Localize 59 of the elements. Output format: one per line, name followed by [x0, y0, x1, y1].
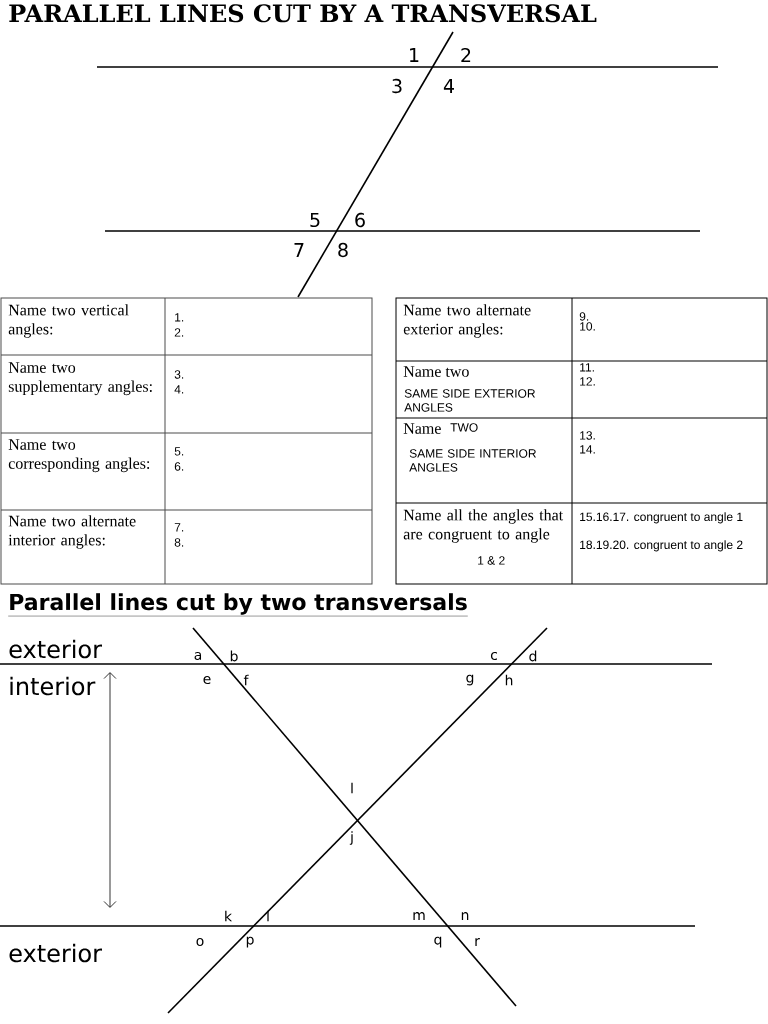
answer-number: 9.	[579, 312, 589, 321]
angle-letter: c	[490, 652, 497, 661]
angle-letter: r	[475, 938, 480, 946]
angle-number: 1	[410, 48, 419, 62]
angle-letter: b	[230, 650, 238, 662]
answer-number: 12.	[580, 377, 595, 386]
section-heading: Parallel lines cut by two transversals	[8, 593, 468, 617]
angle-letter: d	[529, 650, 537, 662]
angle-number: 5	[310, 212, 320, 228]
region-label: interior	[10, 676, 96, 696]
angle-letter: k	[225, 910, 233, 922]
answer-number: 1.	[175, 313, 184, 322]
angle-letter: g	[466, 674, 474, 686]
prompt-text: Name	[403, 423, 441, 434]
angle-letter: o	[196, 938, 204, 947]
answer-number: 11.	[580, 363, 594, 372]
prompt-text: SAME SIDE INTERIOR ANGLES	[409, 449, 536, 472]
answer-text: 18.19.20. congruent to angle 2	[580, 540, 743, 552]
angle-letter: j	[349, 831, 353, 845]
answer-number: 14.	[580, 445, 595, 454]
prompt-text: Name two	[403, 366, 469, 377]
answer-number: 4.	[174, 385, 184, 394]
prompt-text: Name two corresponding angles:	[8, 439, 150, 473]
prompt-text: 1 & 2	[478, 556, 505, 565]
answer-number: 7.	[174, 523, 184, 532]
answer-number: 5.	[174, 447, 184, 456]
region-label: exterior	[9, 943, 102, 963]
prompt-text: TWO	[450, 423, 478, 432]
prompt-text: Name two alternate interior angles:	[8, 515, 136, 549]
angle-number: 2	[461, 47, 471, 63]
angle-letter: h	[505, 674, 513, 686]
answer-number: 2.	[174, 328, 184, 337]
answer-number: 13.	[580, 431, 595, 440]
angle-number: 4	[443, 79, 454, 93]
prompt-text: Name two alternate exterior angles:	[403, 304, 531, 338]
angle-number: 8	[338, 242, 348, 258]
answer-number: 10.	[580, 322, 595, 331]
answer-text: 15.16.17. congruent to angle 1	[580, 512, 743, 524]
prompt-text: Name two supplementary angles:	[8, 362, 152, 396]
angle-letter: q	[434, 936, 442, 948]
angle-number: 3	[392, 78, 402, 94]
angle-letter: m	[413, 912, 425, 920]
angle-letter: a	[194, 652, 201, 661]
angle-letter: e	[203, 676, 211, 685]
angle-number: 6	[355, 212, 365, 228]
answer-number: 3.	[174, 370, 184, 379]
region-label: exterior	[9, 639, 102, 659]
prompt-text: Name all the angles that are congruent to angle	[403, 509, 564, 543]
answer-number: 8.	[174, 538, 184, 547]
angle-letter: n	[461, 912, 469, 920]
angle-letter: f	[243, 674, 249, 686]
title: PARALLEL LINES CUT BY A TRANSVERSAL	[9, 4, 597, 23]
prompt-text: Name two vertical angles:	[8, 304, 129, 338]
angle-letter: l	[351, 782, 353, 794]
angle-number: 7	[294, 243, 304, 257]
angle-letter: p	[246, 936, 254, 948]
angle-letter: l	[267, 910, 269, 922]
prompt-text: SAME SIDE EXTERIOR ANGLES	[404, 389, 535, 412]
answer-number: 6.	[174, 462, 184, 471]
